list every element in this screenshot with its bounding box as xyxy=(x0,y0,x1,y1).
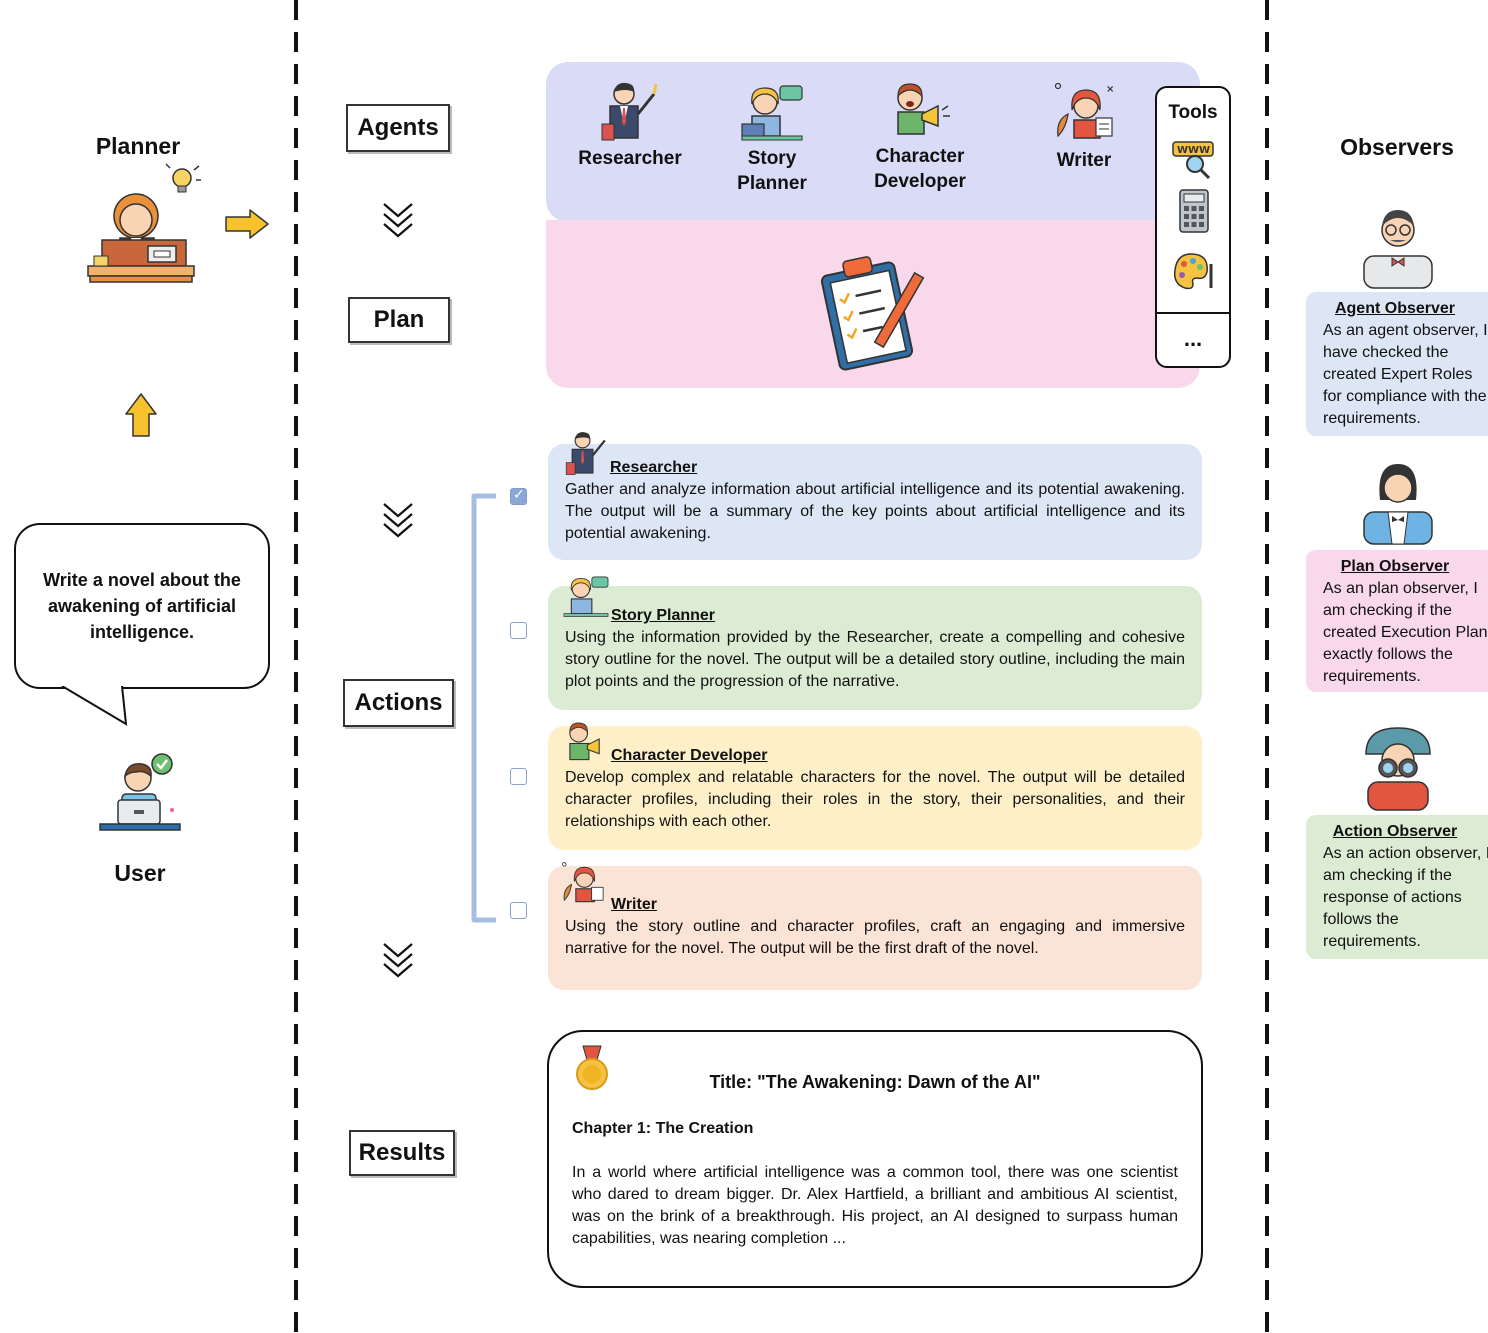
user-request-text: Write a novel about the awakening of art… xyxy=(43,570,241,642)
action-description: Using the information provided by the Re… xyxy=(565,629,1185,690)
story-planner-icon xyxy=(563,576,609,617)
svg-text:×: × xyxy=(1106,84,1114,95)
planner-icon xyxy=(87,163,201,283)
stage-agents: Agents xyxy=(346,104,450,152)
action-observer-avatar-icon xyxy=(1365,727,1431,811)
check-badge-icon xyxy=(151,753,173,775)
character-developer-icon xyxy=(569,722,600,761)
action-description: Using the story outline and character pr… xyxy=(565,918,1185,957)
user-icon xyxy=(99,753,181,831)
chevron-down-icon xyxy=(383,503,413,538)
action-card-story-planner: Story Planner Using the information prov… xyxy=(548,576,1202,710)
observer-name: Agent Observer xyxy=(1334,300,1456,317)
agent-researcher: Researcher xyxy=(576,80,684,171)
agent-character-developer: Character Developer xyxy=(860,80,980,194)
results-box: Title: "The Awakening: Dawn of the AI" C… xyxy=(547,1030,1203,1288)
action-description: Gather and analyze information about art… xyxy=(565,481,1185,542)
writer-icon: × xyxy=(1054,82,1114,139)
plan-observer-box: Plan Observer As an plan observer, I am … xyxy=(1306,550,1488,692)
observer-text: As an agent observer, I have checked the… xyxy=(1323,322,1488,427)
action-card-researcher: Researcher Gather and analyze informatio… xyxy=(548,432,1202,560)
chevron-down-icon xyxy=(383,943,413,978)
tools-separator xyxy=(1157,312,1229,314)
observer-name: Plan Observer xyxy=(1340,558,1450,575)
arrow-right-icon xyxy=(225,209,269,239)
arrow-up-icon xyxy=(125,393,157,437)
observers-title: Observers xyxy=(1340,134,1454,160)
medal-icon xyxy=(576,1045,608,1090)
observer-text: As an plan observer, I am checking if th… xyxy=(1323,580,1488,685)
tools-panel: Tools WWW ... xyxy=(1155,86,1231,368)
chevron-down-icon xyxy=(383,203,413,238)
clipboard-checklist-icon xyxy=(820,256,925,371)
action-role: Researcher xyxy=(610,459,698,476)
action-card-character-developer: Character Developer Develop complex and … xyxy=(548,722,1202,850)
action-checkbox[interactable] xyxy=(510,768,527,785)
planner-title: Planner xyxy=(95,133,181,159)
action-role: Story Planner xyxy=(611,607,716,624)
action-role: Writer xyxy=(611,896,657,913)
tools-title: Tools xyxy=(1168,102,1218,123)
actions-bracket xyxy=(471,493,496,923)
tools-more: ... xyxy=(1183,326,1203,351)
palette-icon xyxy=(1173,253,1213,290)
action-card-writer: Writer Using the story outline and chara… xyxy=(548,862,1202,990)
observer-name: Action Observer xyxy=(1332,823,1458,840)
user-title: User xyxy=(114,860,166,886)
action-description: Develop complex and relatable characters… xyxy=(565,769,1185,830)
observer-text: As an action observer, I am checking if … xyxy=(1323,845,1488,950)
agent-writer: × Writer xyxy=(1044,80,1124,173)
www-search-icon: WWW xyxy=(1172,141,1214,180)
result-chapter: Chapter 1: The Creation xyxy=(572,1120,754,1137)
bubble-tail xyxy=(61,686,128,726)
result-body: In a world where artificial intelligence… xyxy=(572,1164,1178,1247)
user-request-bubble: Write a novel about the awakening of art… xyxy=(14,523,270,689)
stage-results: Results xyxy=(349,1130,455,1176)
agent-observer-box: Agent Observer As an agent observer, I h… xyxy=(1306,292,1488,436)
stage-actions: Actions xyxy=(343,679,454,727)
action-checkbox[interactable] xyxy=(510,622,527,639)
agent-name: Researcher xyxy=(578,148,682,169)
researcher-icon xyxy=(601,82,658,141)
agent-name: Character Developer xyxy=(874,146,966,192)
action-checkbox[interactable] xyxy=(510,902,527,919)
svg-text:WWW: WWW xyxy=(1177,145,1210,156)
left-divider xyxy=(294,0,298,1333)
character-developer-icon xyxy=(897,83,950,135)
stage-plan: Plan xyxy=(348,297,450,343)
agent-name: Writer xyxy=(1056,150,1112,171)
right-divider xyxy=(1265,0,1269,1333)
plan-observer-avatar-icon xyxy=(1363,464,1433,545)
calculator-icon xyxy=(1179,189,1209,233)
action-checkbox[interactable] xyxy=(510,486,527,505)
result-title: Title: "The Awakening: Dawn of the AI" xyxy=(709,1072,1041,1092)
researcher-icon xyxy=(565,432,606,475)
agent-observer-avatar-icon xyxy=(1363,210,1433,289)
action-role: Character Developer xyxy=(611,747,768,764)
idea-bulb-icon xyxy=(165,163,201,193)
story-planner-icon xyxy=(741,85,803,141)
writer-icon xyxy=(562,862,604,903)
action-observer-box: Action Observer As an action observer, I… xyxy=(1306,815,1488,959)
agent-name: Story Planner xyxy=(737,148,807,194)
agent-story-planner: Story Planner xyxy=(724,82,820,196)
